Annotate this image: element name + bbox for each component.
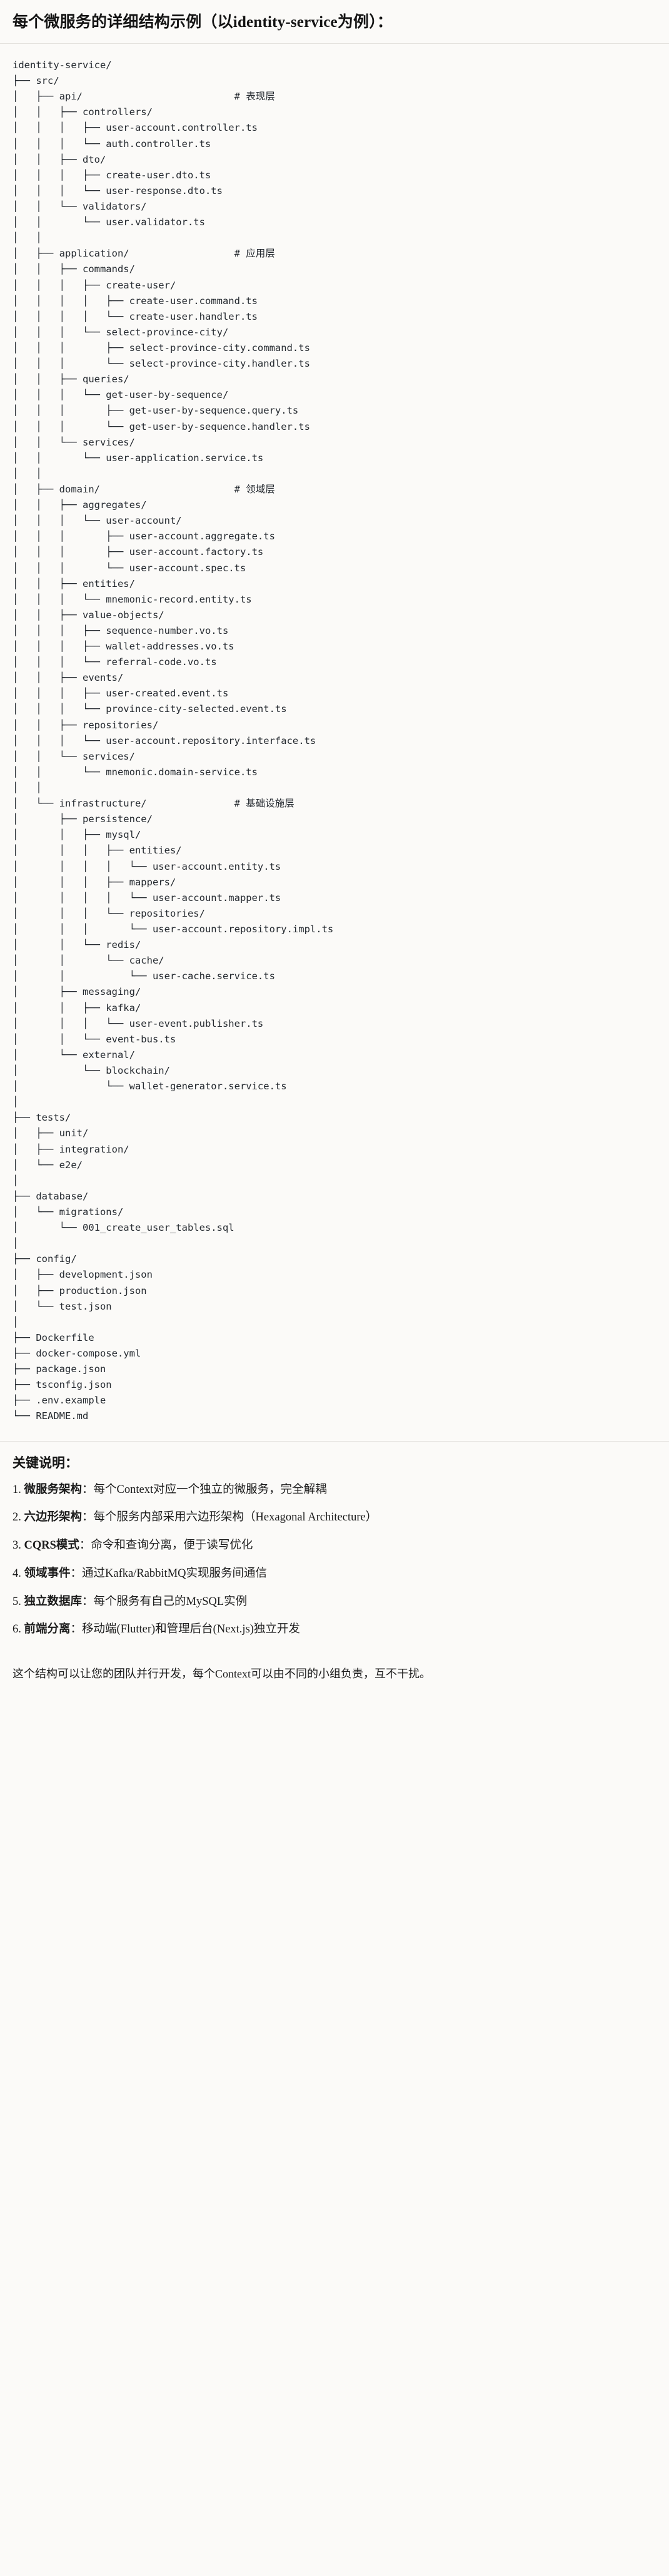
- note-separator: ：: [82, 1511, 94, 1524]
- closing-paragraph: 这个结构可以让您的团队并行开发，每个Context可以由不同的小组负责，互不干扰…: [13, 1667, 431, 1681]
- note-separator: ：: [82, 1595, 94, 1608]
- note-item: CQRS模式：命令和查询分离，便于读写优化: [13, 1537, 656, 1555]
- note-label: 六边形架构: [24, 1511, 83, 1524]
- note-item: 六边形架构：每个服务内部采用六边形架构（Hexagonal Architectu…: [13, 1509, 656, 1527]
- note-text: 每个服务有自己的MySQL实例: [93, 1595, 248, 1608]
- title-divider: [0, 43, 669, 44]
- note-text: 命令和查询分离，便于读写优化: [91, 1539, 253, 1552]
- note-label: 领域事件: [24, 1567, 71, 1580]
- directory-tree-block: identity-service/ ├── src/ │ ├── api/ # …: [0, 44, 669, 1431]
- note-item: 独立数据库：每个服务有自己的MySQL实例: [13, 1594, 656, 1611]
- note-item: 领域事件：通过Kafka/RabbitMQ实现服务间通信: [13, 1565, 656, 1583]
- notes-heading: 关键说明：: [13, 1455, 78, 1470]
- note-item: 前端分离：移动端(Flutter)和管理后台(Next.js)独立开发: [13, 1621, 656, 1639]
- notes-divider: [0, 1440, 669, 1442]
- note-label: 前端分离: [24, 1623, 71, 1636]
- note-number: [13, 1539, 24, 1552]
- note-number: [13, 1511, 24, 1524]
- page-title: 每个微服务的详细结构示例（以identity-service为例）：: [13, 14, 393, 31]
- note-separator: ：: [70, 1623, 83, 1636]
- note-separator: ：: [79, 1539, 91, 1552]
- key-notes-section: 关键说明： 微服务架构：每个Context对应一个独立的微服务，完全解耦 六边形…: [0, 1442, 669, 1654]
- note-label: 独立数据库: [24, 1595, 83, 1608]
- note-text: 通过Kafka/RabbitMQ实现服务间通信: [82, 1567, 268, 1580]
- directory-tree: identity-service/ ├── src/ │ ├── api/ # …: [13, 59, 334, 1422]
- note-item: 微服务架构：每个Context对应一个独立的微服务，完全解耦: [13, 1482, 656, 1499]
- note-number: [13, 1596, 24, 1608]
- note-label: 微服务架构: [24, 1483, 83, 1496]
- note-number: [13, 1623, 24, 1636]
- note-separator: ：: [70, 1567, 83, 1580]
- note-label: CQRS模式: [24, 1539, 79, 1552]
- note-number: [13, 1567, 24, 1580]
- notes-list: 微服务架构：每个Context对应一个独立的微服务，完全解耦 六边形架构：每个服…: [13, 1482, 656, 1639]
- note-text: 每个Context对应一个独立的微服务，完全解耦: [93, 1483, 327, 1496]
- note-text: 每个服务内部采用六边形架构（Hexagonal Architecture）: [93, 1511, 378, 1524]
- note-separator: ：: [82, 1483, 94, 1496]
- document-page: 每个微服务的详细结构示例（以identity-service为例）： ident…: [0, 14, 669, 1681]
- note-text: 移动端(Flutter)和管理后台(Next.js)独立开发: [82, 1623, 300, 1636]
- note-number: [13, 1484, 24, 1496]
